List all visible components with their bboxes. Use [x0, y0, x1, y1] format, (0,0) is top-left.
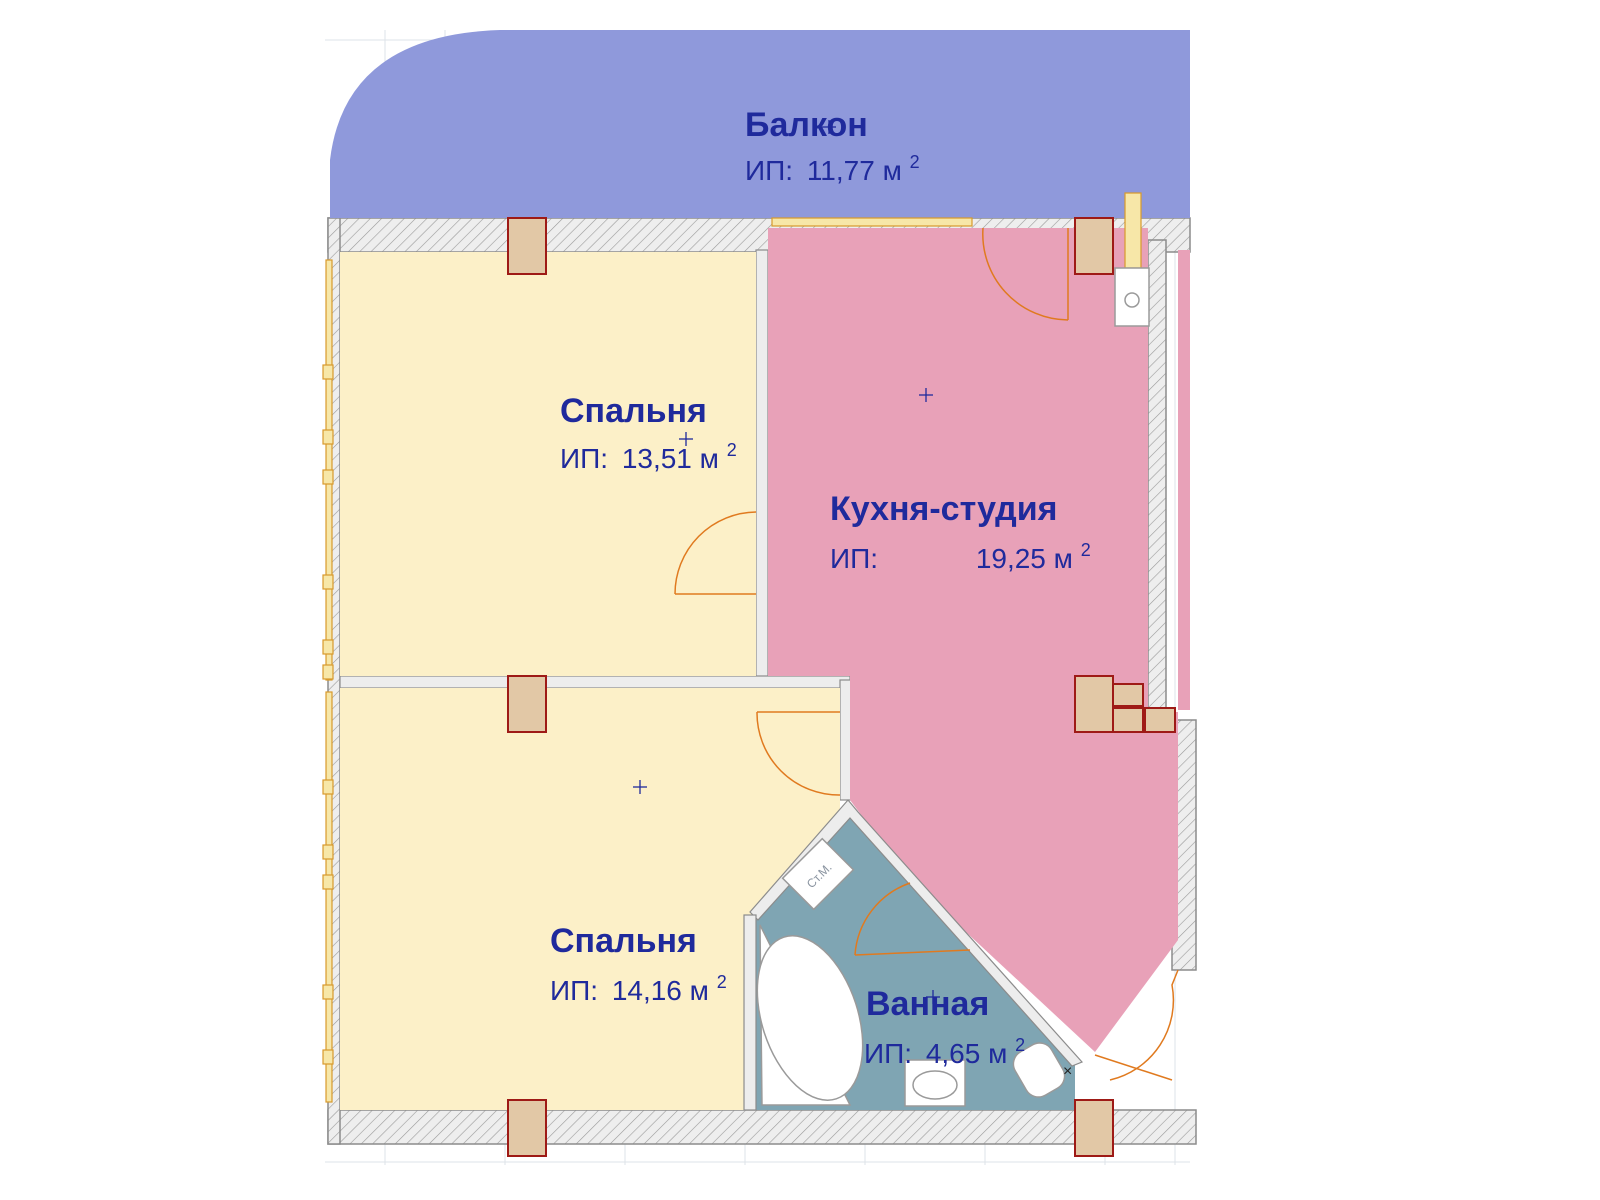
room-area-balcony: ИП: 11,77 м 2 — [745, 152, 920, 186]
room-center-markers — [633, 120, 940, 1004]
columns — [507, 217, 1176, 1157]
room-balcony — [330, 30, 1190, 218]
bathroom-walls — [743, 799, 1084, 1111]
label-kitchen: Кухня-студия ИП: 19,25 м 2 — [830, 490, 1091, 574]
room-name-bathroom: Ванная — [866, 985, 989, 1023]
toilet — [1012, 1042, 1066, 1098]
room-area-bedroom1: ИП: 13,51 м 2 — [560, 440, 737, 474]
bathtub-basin — [756, 935, 864, 1101]
label-bedroom1: Спальня ИП: 13,51 м 2 — [560, 392, 737, 474]
doors — [674, 227, 1179, 1081]
label-bedroom2: Спальня ИП: 14,16 м 2 — [550, 922, 727, 1006]
washing-machine — [781, 837, 855, 911]
room-area-bedroom2: ИП: 14,16 м 2 — [550, 972, 727, 1006]
room-area-kitchen: ИП: 19,25 м 2 — [830, 540, 1091, 574]
room-area-bathroom: ИП: 4,65 м 2 — [864, 1035, 1025, 1069]
balcony-window — [771, 192, 1150, 327]
label-bathroom: Ванная ИП: 4,65 м 2 — [864, 985, 1025, 1069]
label-balcony: Балкон ИП: 11,77 м 2 — [745, 106, 920, 186]
close-mark-icon: × — [1063, 1063, 1072, 1080]
room-name-kitchen: Кухня-студия — [830, 490, 1057, 528]
left-windows — [322, 259, 334, 1103]
room-name-bedroom1: Спальня — [560, 392, 707, 430]
room-name-balcony: Балкон — [745, 106, 868, 144]
bathroom-fixtures: Ст.М. — [756, 837, 1066, 1107]
room-bedroom1 — [340, 252, 756, 676]
room-name-bedroom2: Спальня — [550, 922, 697, 960]
room-kitchen-annex — [1178, 250, 1190, 710]
room-kitchen — [768, 228, 1178, 1052]
